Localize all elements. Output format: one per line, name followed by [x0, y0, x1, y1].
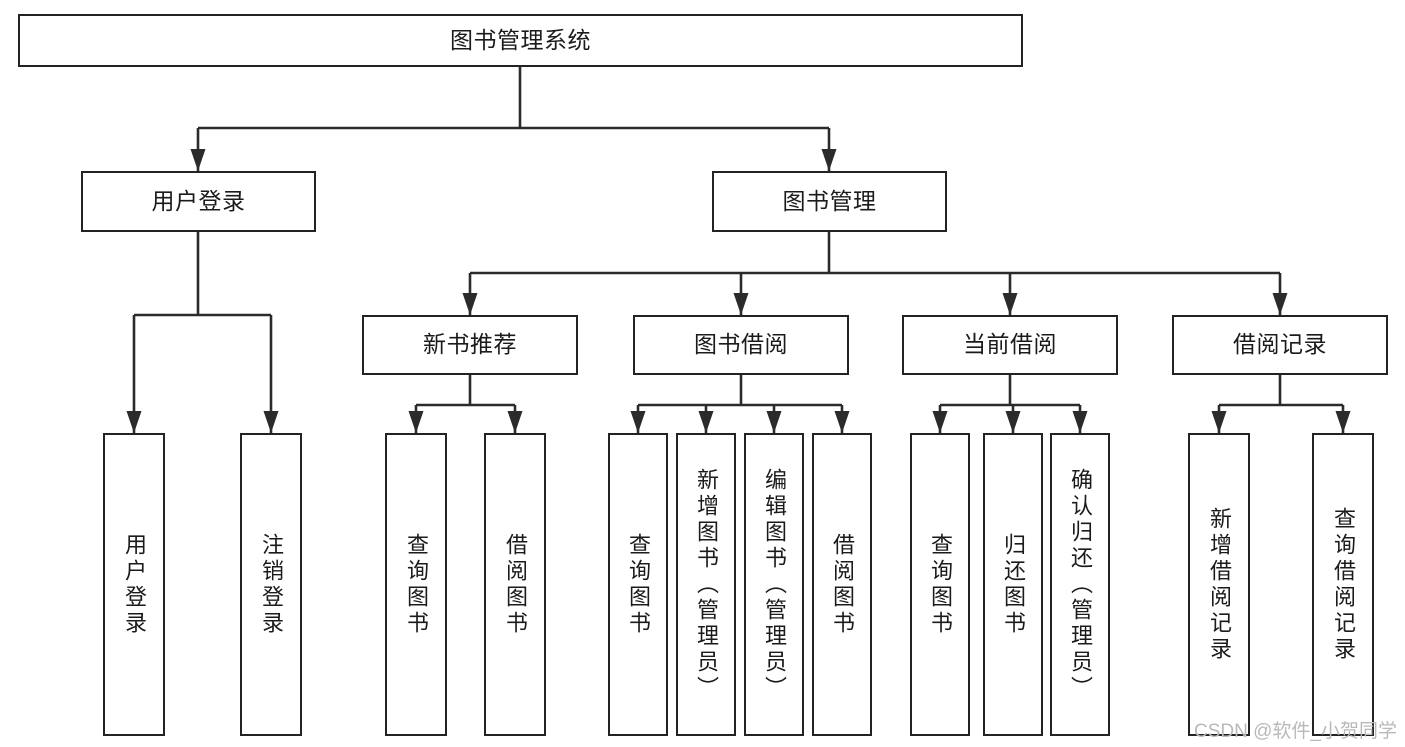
node-leaf-edit-book[interactable]: 编辑图书（管理员） [744, 433, 804, 736]
node-leaf-query-book-1-label: 查询图书 [404, 532, 429, 637]
arrow-user-login-0 [126, 411, 142, 433]
arrow-current-borrow-0 [932, 411, 948, 433]
node-leaf-query-book-2[interactable]: 查询图书 [608, 433, 668, 736]
node-book-manage[interactable]: 图书管理 [712, 171, 947, 232]
node-user-login[interactable]: 用户登录 [81, 171, 316, 232]
node-root[interactable]: 图书管理系统 [18, 14, 1023, 67]
arrow-book-manage-3 [1272, 293, 1288, 315]
arrow-book-borrow-0 [630, 411, 646, 433]
node-leaf-confirm-return[interactable]: 确认归还（管理员） [1050, 433, 1110, 736]
node-leaf-return-book[interactable]: 归还图书 [983, 433, 1043, 736]
arrow-borrow-record-0 [1211, 411, 1227, 433]
arrow-book-borrow-2 [766, 411, 782, 433]
arrow-user-login-1 [263, 411, 279, 433]
node-leaf-return-book-label: 归还图书 [1001, 532, 1026, 637]
arrow-book-borrow-3 [834, 411, 850, 433]
node-leaf-borrow-book-1[interactable]: 借阅图书 [484, 433, 546, 736]
node-leaf-query-record[interactable]: 查询借阅记录 [1312, 433, 1374, 736]
node-leaf-query-record-label: 查询借阅记录 [1331, 506, 1356, 663]
node-leaf-query-book-3[interactable]: 查询图书 [910, 433, 970, 736]
node-leaf-logout-label: 注销登录 [259, 532, 284, 637]
node-borrow-record-label: 借阅记录 [1233, 331, 1327, 358]
arrow-book-manage-0 [462, 293, 478, 315]
node-leaf-confirm-return-label: 确认归还（管理员） [1068, 467, 1093, 702]
node-leaf-add-book-label: 新增图书（管理员） [694, 467, 719, 702]
node-leaf-borrow-book-2-label: 借阅图书 [830, 532, 855, 637]
node-book-borrow[interactable]: 图书借阅 [633, 315, 849, 375]
node-new-book-rec[interactable]: 新书推荐 [362, 315, 578, 375]
arrow-root-drop-0 [190, 149, 206, 171]
node-book-borrow-label: 图书借阅 [694, 331, 788, 358]
node-book-manage-label: 图书管理 [782, 187, 877, 214]
node-leaf-borrow-book-2[interactable]: 借阅图书 [812, 433, 872, 736]
node-leaf-user-login-label: 用户登录 [122, 532, 147, 637]
arrow-new-book-rec-0 [408, 411, 424, 433]
node-current-borrow[interactable]: 当前借阅 [902, 315, 1118, 375]
arrow-borrow-record-1 [1335, 411, 1351, 433]
node-new-book-rec-label: 新书推荐 [423, 331, 517, 358]
node-root-label: 图书管理系统 [450, 26, 591, 53]
node-leaf-add-record-label: 新增借阅记录 [1207, 506, 1232, 663]
node-leaf-query-book-3-label: 查询图书 [928, 532, 953, 637]
node-leaf-add-book[interactable]: 新增图书（管理员） [676, 433, 736, 736]
node-current-borrow-label: 当前借阅 [963, 331, 1057, 358]
arrow-book-borrow-1 [698, 411, 714, 433]
arrow-current-borrow-2 [1072, 411, 1088, 433]
node-leaf-edit-book-label: 编辑图书（管理员） [762, 467, 787, 702]
arrow-current-borrow-1 [1005, 411, 1021, 433]
arrow-book-manage-2 [1002, 293, 1018, 315]
node-leaf-logout[interactable]: 注销登录 [240, 433, 302, 736]
node-leaf-user-login[interactable]: 用户登录 [103, 433, 165, 736]
arrow-root-drop-1 [821, 149, 837, 171]
node-leaf-borrow-book-1-label: 借阅图书 [503, 532, 528, 637]
arrow-new-book-rec-1 [507, 411, 523, 433]
node-user-login-label: 用户登录 [151, 187, 246, 214]
node-leaf-query-book-1[interactable]: 查询图书 [385, 433, 447, 736]
node-leaf-query-book-2-label: 查询图书 [626, 532, 651, 637]
arrow-book-manage-1 [733, 293, 749, 315]
node-leaf-add-record[interactable]: 新增借阅记录 [1188, 433, 1250, 736]
node-borrow-record[interactable]: 借阅记录 [1172, 315, 1388, 375]
